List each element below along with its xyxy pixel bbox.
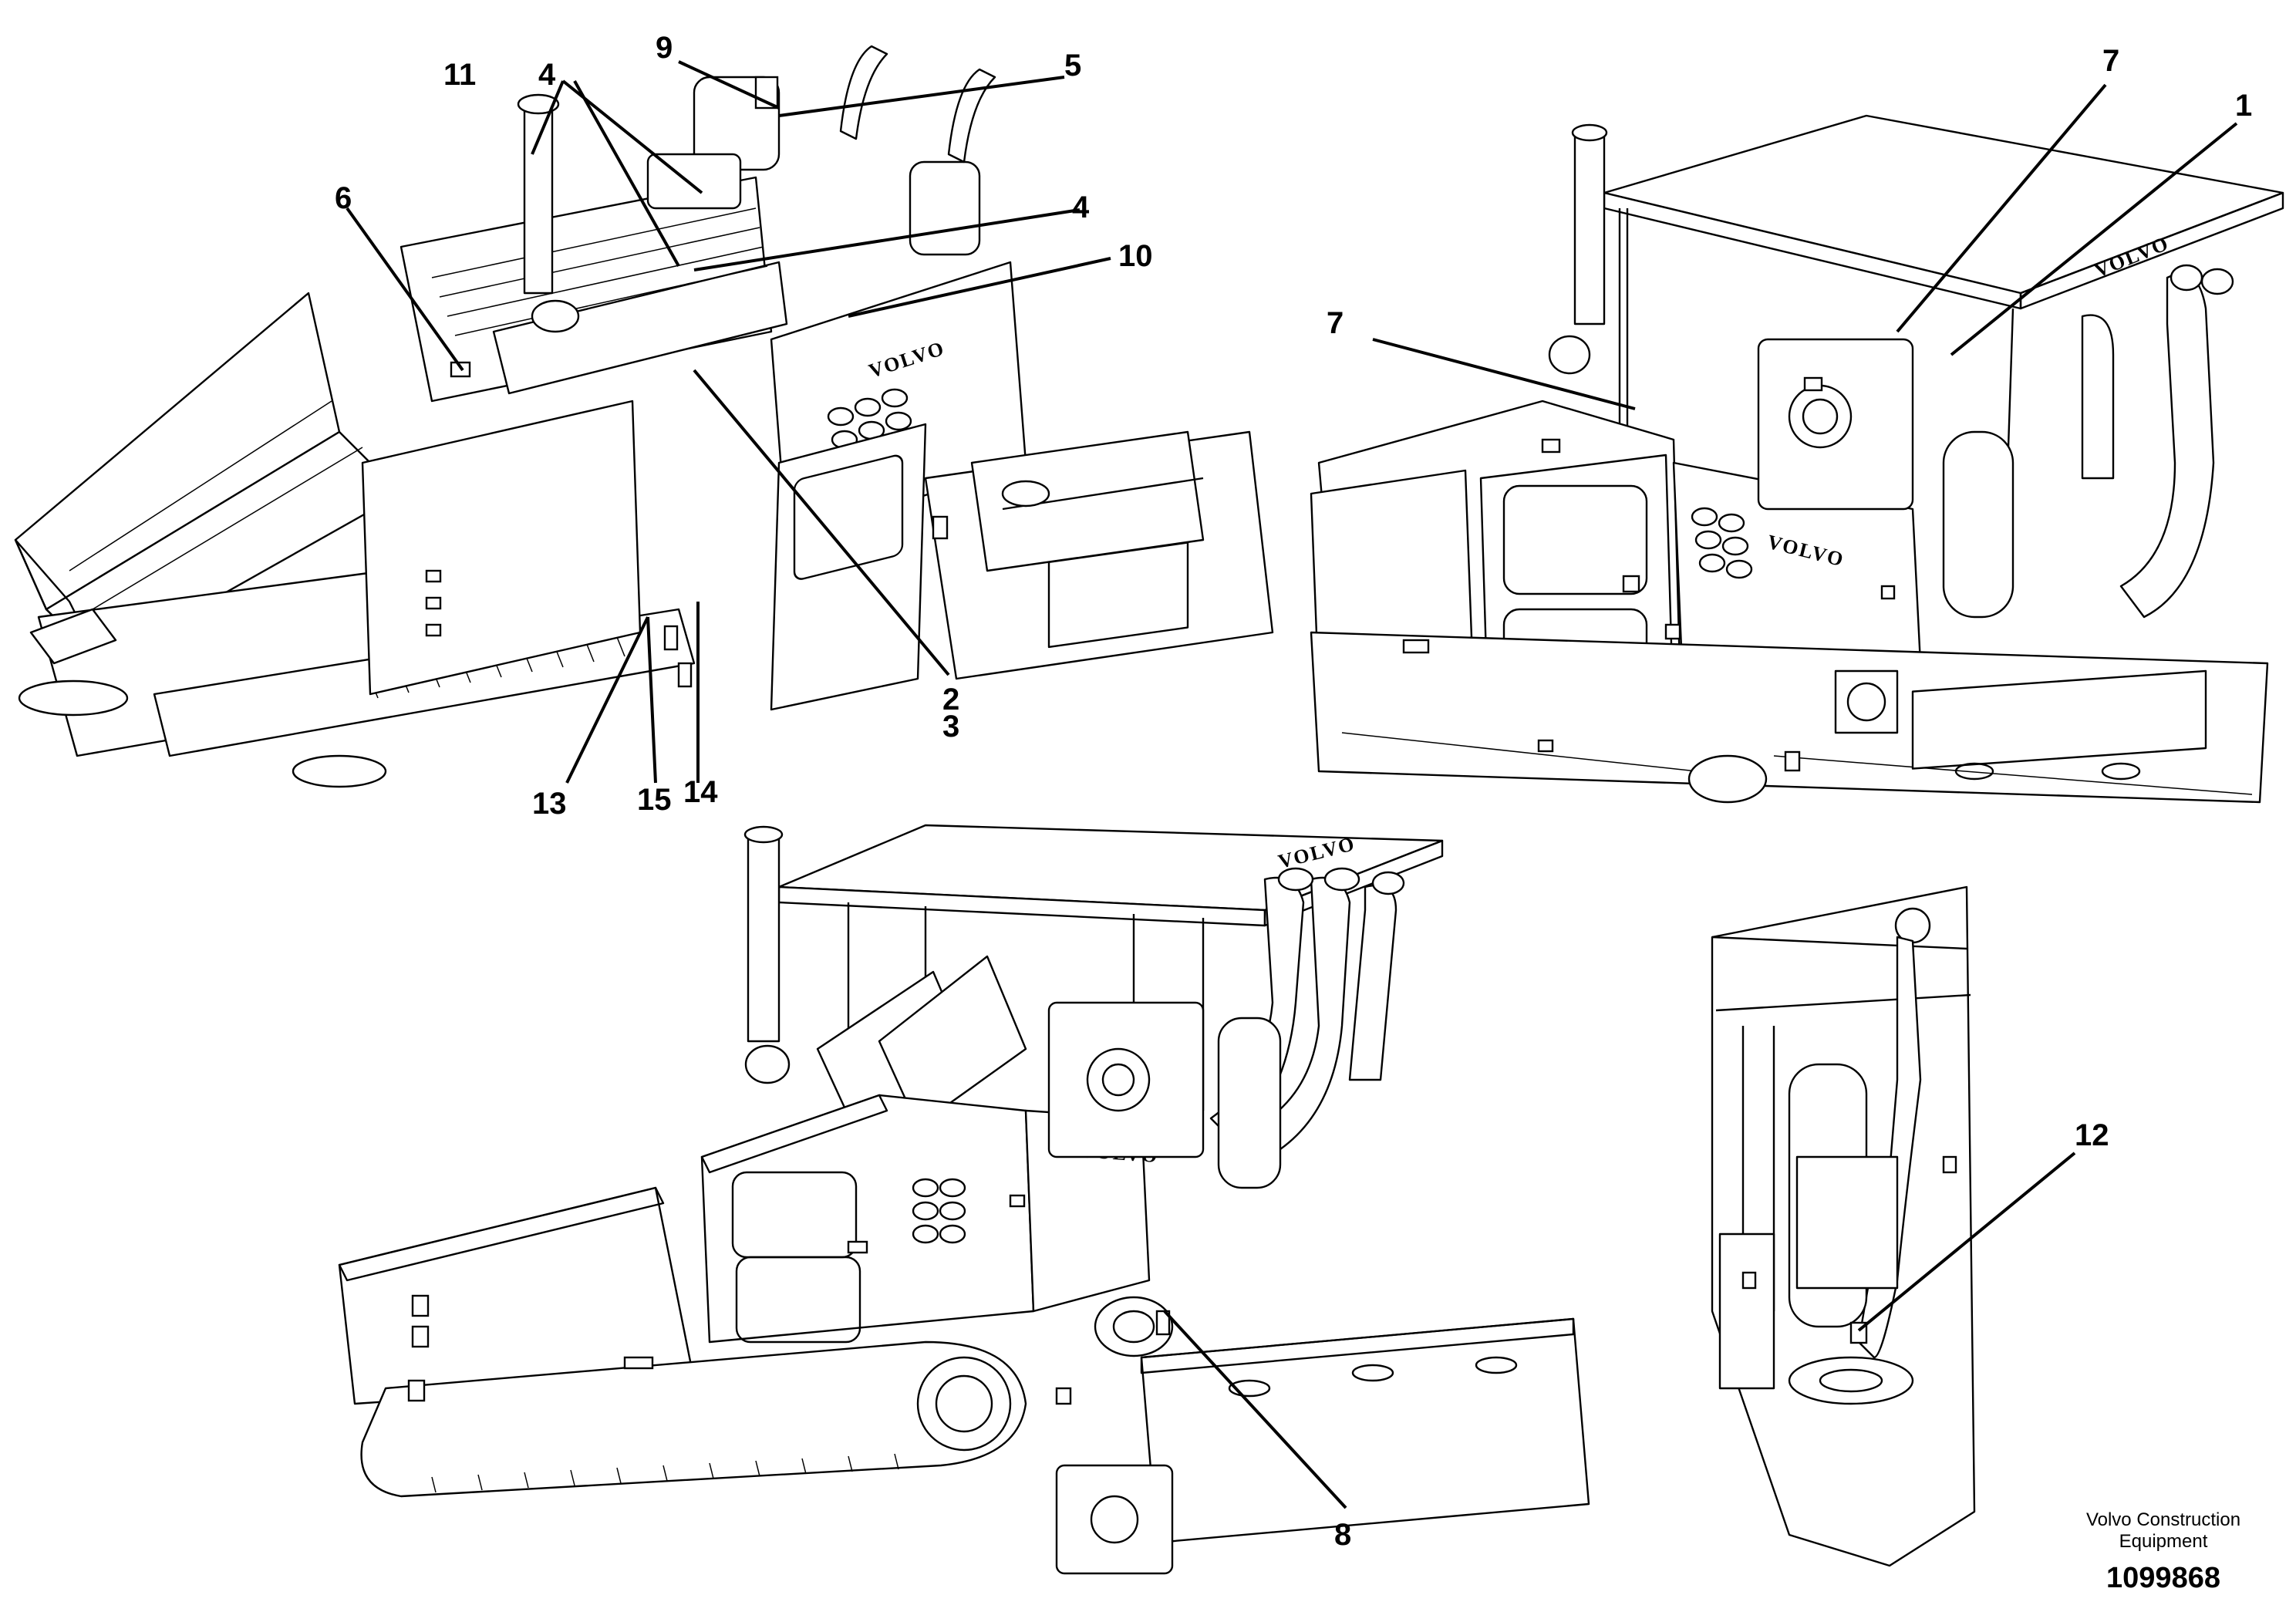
- callout-8: 8: [1334, 1518, 1351, 1552]
- paver-view-rear-center: VOLVO VOLVO: [338, 824, 1590, 1575]
- callout-7-left: 7: [1327, 306, 1344, 340]
- callout-12: 12: [2075, 1118, 2109, 1152]
- drawing-footer: Volvo Construction Equipment 1099868: [2086, 1509, 2240, 1594]
- callout-1: 1: [2235, 89, 2252, 123]
- company-name-line1: Volvo Construction: [2086, 1509, 2240, 1530]
- callout-13: 13: [532, 787, 567, 821]
- callout-labels: 9 5 11 4 6 4 10 2 3 13 15 14 7 1 7 8 12: [335, 31, 2252, 1552]
- callout-9: 9: [656, 31, 673, 65]
- callout-4-right: 4: [1072, 191, 1090, 224]
- callout-14: 14: [683, 775, 718, 809]
- callout-4-top: 4: [538, 58, 556, 92]
- callout-3: 3: [942, 710, 959, 744]
- paver-view-front-left: VOLVO: [14, 45, 1274, 788]
- paver-view-rear-right: VOLVO VOLVO: [1310, 114, 2284, 804]
- callout-2: 2: [942, 683, 959, 717]
- company-name-line2: Equipment: [2119, 1531, 2208, 1552]
- drawing-number: 1099868: [2106, 1562, 2220, 1594]
- callout-7-top: 7: [2102, 44, 2119, 78]
- detail-view-engine-bay: [1711, 885, 1976, 1567]
- callout-5: 5: [1064, 49, 1081, 83]
- callout-11: 11: [443, 58, 476, 92]
- callout-6: 6: [335, 181, 352, 215]
- callout-leaders: [346, 60, 2238, 1509]
- callout-15: 15: [637, 783, 672, 817]
- callout-10: 10: [1118, 239, 1153, 273]
